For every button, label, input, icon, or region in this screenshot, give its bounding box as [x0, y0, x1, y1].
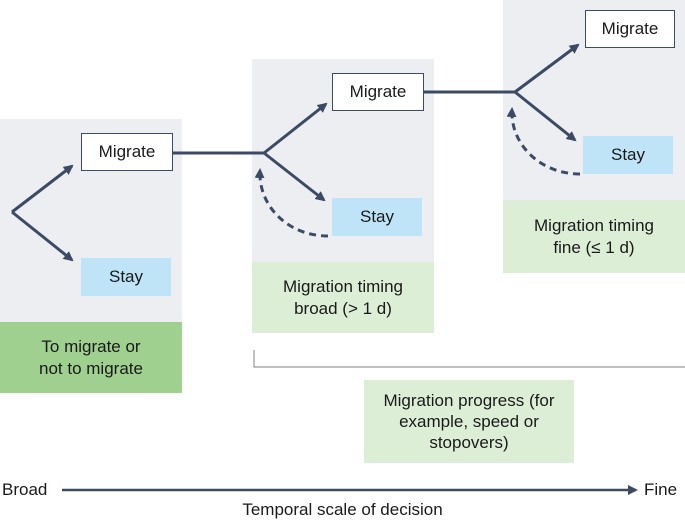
progress-bracket: [253, 350, 685, 368]
migration-progress-label: Migration progress (for example, speed o…: [364, 380, 574, 463]
stage-1-caption: To migrate or not to migrate: [0, 322, 182, 393]
stage-3-migrate-box: Migrate: [585, 10, 675, 48]
stage-1-stay-arrow: [11, 210, 74, 262]
stage-2-return-arrow: [254, 168, 329, 238]
stage-1-stay-box: Stay: [81, 258, 171, 296]
stage-3-stay-box: Stay: [583, 136, 673, 174]
stage-3-caption: Migration timing fine (≤ 1 d): [503, 200, 685, 273]
stage-3-migrate-arrow: [514, 43, 580, 94]
stage-3-return-arrow: [506, 107, 581, 176]
stage-2-caption: Migration timing broad (> 1 d): [252, 262, 434, 333]
stage-2-stay-box: Stay: [332, 198, 422, 236]
stage-1-migrate-box: Migrate: [81, 133, 173, 171]
stage-3-stay-arrow: [514, 90, 577, 142]
stage-2-migrate-box: Migrate: [332, 73, 424, 111]
axis-right-label: Fine: [644, 480, 678, 499]
axis-left-label: Broad: [2, 480, 48, 499]
stage-2-migrate-arrow: [263, 102, 328, 155]
axis-title: Temporal scale of decision: [242, 500, 443, 519]
stage-1-migrate-arrow: [11, 164, 74, 214]
stage-2-stay-arrow: [263, 151, 326, 202]
